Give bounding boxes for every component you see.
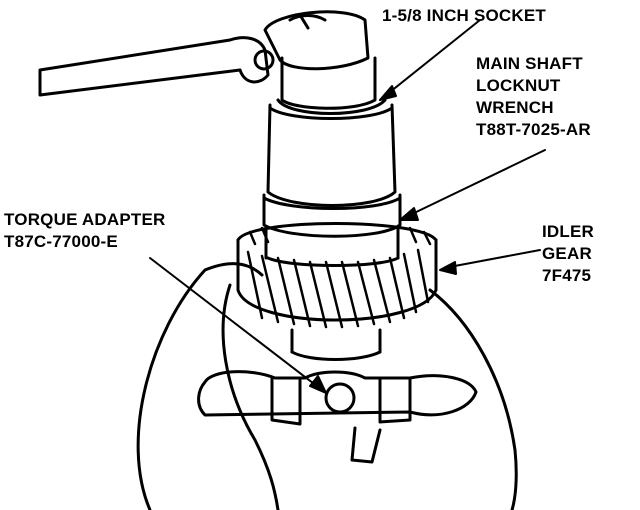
label-wrench-line3: WRENCH <box>476 98 554 117</box>
label-torque-line2: T87C-77000-E <box>4 232 118 251</box>
ratchet-head-detail <box>288 13 327 30</box>
leader-idler <box>443 249 541 269</box>
torque-adapter-block-left <box>270 376 302 426</box>
label-idler-line3: 7F475 <box>542 266 592 285</box>
leader-torque <box>149 257 323 391</box>
leader-wrench <box>409 149 546 216</box>
ratchet-pivot <box>253 49 275 71</box>
label-torque-line1: TORQUE ADAPTER <box>4 210 166 229</box>
idler-gear-teeth <box>246 226 432 329</box>
shaft-below-gear <box>290 328 382 354</box>
leader-socket-arrow <box>379 85 397 101</box>
wrench-lower <box>264 226 400 260</box>
housing-outline <box>136 262 264 510</box>
housing-front-edge <box>221 283 280 510</box>
leader-wrench-arrow <box>399 207 419 221</box>
torque-adapter-pin <box>324 382 356 414</box>
wrench-upper <box>266 103 397 207</box>
socket-body <box>280 56 377 110</box>
wrench-upper-top <box>268 106 394 120</box>
leader-idler-arrow <box>439 261 457 275</box>
leader-socket <box>379 19 481 101</box>
housing-right-outline <box>428 288 518 510</box>
ratchet-neck <box>228 36 270 84</box>
leader-torque-arrow <box>309 375 327 394</box>
label-idler-line2: GEAR <box>542 244 592 263</box>
wrench-collar-top <box>262 196 402 210</box>
label-socket: 1-5/8 INCH SOCKET <box>382 6 546 25</box>
idler-gear-bore <box>266 256 400 267</box>
label-wrench-line2: LOCKNUT <box>476 76 561 95</box>
torque-adapter-bar <box>197 370 478 417</box>
label-wrench-line4: T88T-7025-AR <box>476 120 591 139</box>
label-idler-line1: IDLER <box>542 222 594 241</box>
torque-adapter-arm <box>350 426 382 464</box>
label-wrench-line1: MAIN SHAFT <box>476 54 583 73</box>
idler-gear-bottom <box>236 288 438 322</box>
socket-base <box>276 98 387 115</box>
idler-gear-sides <box>236 238 438 292</box>
ratchet-handle <box>38 38 242 97</box>
torque-adapter-block-right <box>378 376 412 424</box>
ratchet-head <box>263 10 370 71</box>
torque-adapter-jaw <box>290 350 382 361</box>
